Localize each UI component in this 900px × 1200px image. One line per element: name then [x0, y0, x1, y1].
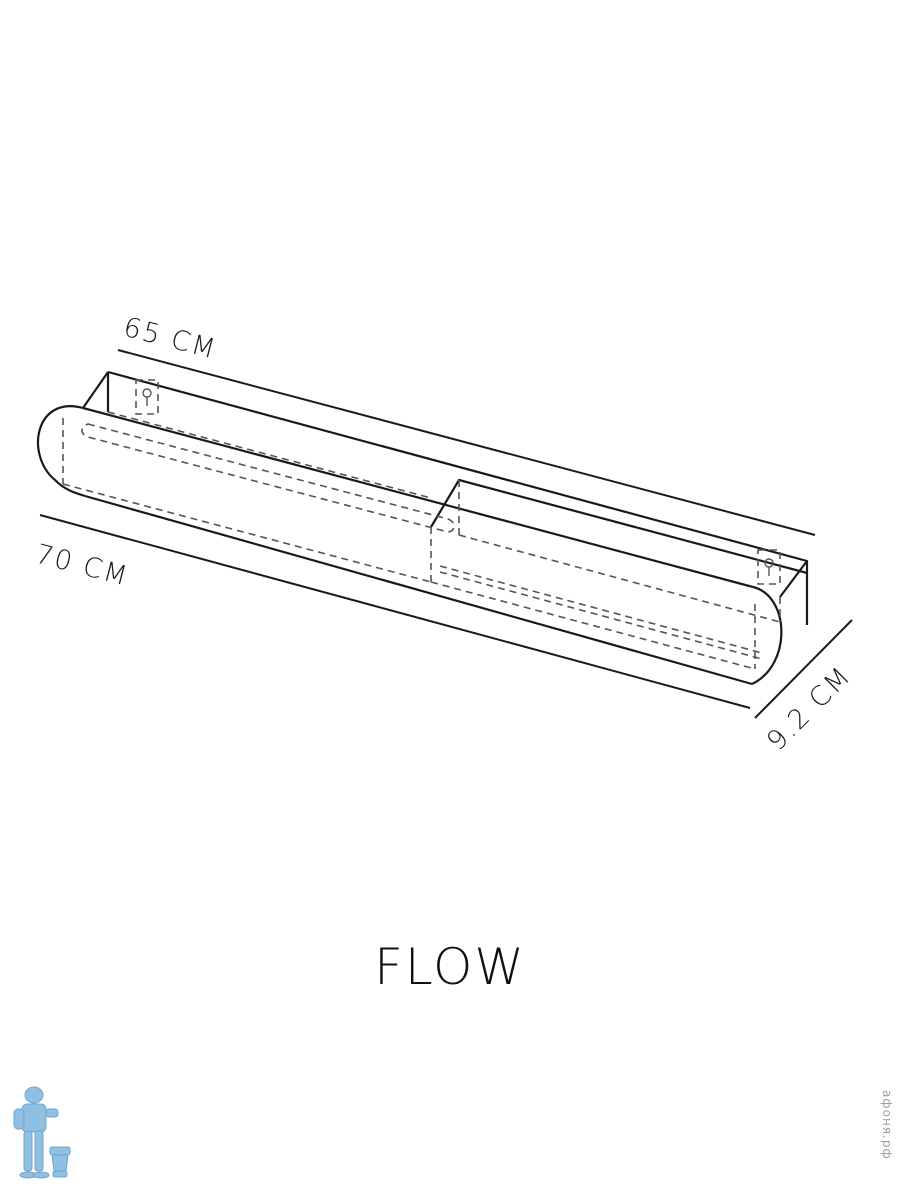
watermark-text: афоня.рф [880, 1090, 894, 1160]
mounting-hole-icons [142, 388, 774, 576]
dimension-label-bottom: 70 CM [32, 539, 132, 593]
dimension-line-bottom [39, 514, 751, 709]
product-name: FLOW [374, 938, 526, 996]
dimension-label-top: 65 CM [120, 312, 220, 366]
plumber-mascot-icon [13, 1086, 71, 1179]
dimension-line-depth [754, 619, 853, 719]
dimension-label-depth: 9.2 CM [761, 660, 858, 757]
dimension-line-top [117, 349, 816, 536]
shelf-outline [36, 370, 809, 686]
shelf-hidden-lines [62, 379, 781, 670]
